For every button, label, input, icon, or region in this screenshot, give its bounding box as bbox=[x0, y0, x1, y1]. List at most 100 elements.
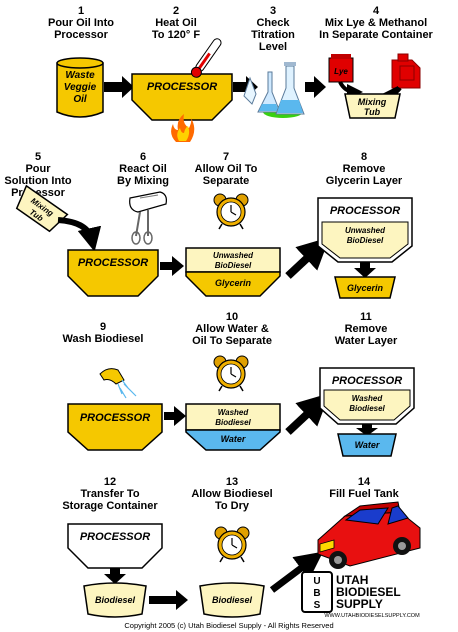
unwashed-label-1: Unwashed bbox=[213, 251, 254, 260]
water-label: Water bbox=[355, 440, 380, 450]
step-number: 6 bbox=[140, 151, 146, 163]
step-label-line: Allow Biodiesel bbox=[191, 488, 272, 500]
step-label-line: In Separate Container bbox=[319, 29, 433, 41]
step-label-line: Remove bbox=[345, 323, 388, 335]
washed-label-2: Biodiesel bbox=[349, 404, 385, 413]
waste-oil-label-1: Waste bbox=[65, 70, 95, 81]
step-label-line: By Mixing bbox=[117, 175, 169, 187]
glycerin-label: Glycerin bbox=[215, 278, 252, 288]
step-label-line: Wash Biodiesel bbox=[63, 333, 144, 345]
washed-label-1: Washed bbox=[218, 408, 250, 417]
processor-label: PROCESSOR bbox=[147, 81, 217, 93]
logo-name-line-1: UTAH bbox=[336, 573, 368, 587]
processor-step11: PROCESSOR Washed Biodiesel bbox=[319, 367, 415, 425]
step-number: 11 bbox=[360, 311, 372, 323]
mixing-tub-label-1: Mixing bbox=[358, 97, 387, 107]
separated-processor-step10: Washed Biodiesel Water bbox=[185, 403, 281, 451]
step-label-line: Check bbox=[256, 17, 290, 29]
arrow-down-icon bbox=[354, 262, 376, 278]
step-label-line: Storage Container bbox=[62, 500, 158, 512]
washed-label-2: Biodiesel bbox=[215, 418, 251, 427]
methanol-can-icon bbox=[391, 53, 421, 89]
copyright-text: Copyright 2005 (c) Utah Biodiesel Supply… bbox=[124, 621, 333, 630]
waste-oil-barrel: Waste Veggie Oil bbox=[56, 57, 104, 118]
glycerin-label: Glycerin bbox=[347, 283, 384, 293]
arrow-right-icon bbox=[305, 76, 326, 98]
step-label-line: Pour bbox=[25, 163, 51, 175]
logo-initial-u: U bbox=[313, 576, 320, 587]
step-label-line: Oil To Separate bbox=[192, 335, 272, 347]
flame-icon bbox=[171, 114, 195, 142]
step-number: 2 bbox=[173, 5, 179, 17]
arrow-right-icon bbox=[160, 256, 184, 276]
processor-label: PROCESSOR bbox=[78, 257, 148, 269]
biodiesel-label: Biodiesel bbox=[95, 595, 136, 605]
processor-step8: PROCESSOR Unwashed BioDiesel bbox=[317, 197, 413, 263]
step-label-line: To 120° F bbox=[152, 29, 200, 41]
waste-oil-label-3: Oil bbox=[73, 94, 87, 105]
step-number: 3 bbox=[270, 5, 276, 17]
step-label-line: Allow Oil To bbox=[195, 163, 258, 175]
arrow-right-icon bbox=[164, 406, 186, 426]
mixing-tub: Mixing Tub bbox=[344, 93, 401, 119]
step-label-line: Separate bbox=[203, 175, 249, 187]
logo-name-line-2: BIODIESEL bbox=[336, 585, 401, 599]
glycerin-container: Glycerin bbox=[334, 276, 396, 299]
step-label-line: Glycerin Layer bbox=[326, 175, 403, 187]
water-label: Water bbox=[221, 434, 246, 444]
curved-arrow-icon bbox=[338, 81, 363, 100]
step-number: 1 bbox=[78, 5, 84, 17]
processor-step2: PROCESSOR bbox=[131, 73, 233, 121]
step-label-line: Remove bbox=[343, 163, 386, 175]
processor-label: PROCESSOR bbox=[80, 531, 150, 543]
logo-name-line-3: SUPPLY bbox=[336, 597, 383, 611]
lye-container-icon: Lye bbox=[328, 54, 354, 83]
mixing-tub-pouring: Mixing Tub bbox=[15, 184, 69, 233]
washed-label-1: Washed bbox=[352, 394, 384, 403]
step-number: 8 bbox=[361, 151, 367, 163]
logo-url: WWW.UTAHBIODIESELSUPPLY.COM bbox=[324, 613, 420, 619]
step-number: 12 bbox=[104, 476, 116, 488]
step-label-line: Transfer To bbox=[80, 488, 139, 500]
alarm-clock-icon bbox=[214, 526, 250, 563]
separated-processor-step7: Unwashed BioDiesel Glycerin bbox=[185, 247, 281, 297]
processor-step9: PROCESSOR bbox=[67, 403, 163, 451]
processor-label: PROCESSOR bbox=[332, 375, 402, 387]
car-icon bbox=[317, 501, 421, 569]
step-label-line: Solution Into bbox=[4, 175, 71, 187]
step-label-line: Water Layer bbox=[335, 335, 398, 347]
step-label-line: Allow Water & bbox=[195, 323, 269, 335]
step-number: 10 bbox=[226, 311, 238, 323]
step-number: 14 bbox=[358, 476, 371, 488]
arrow-down-icon bbox=[104, 568, 126, 584]
alarm-clock-icon bbox=[213, 193, 249, 230]
processor-step6: PROCESSOR bbox=[67, 249, 159, 297]
step-number: 13 bbox=[226, 476, 238, 488]
processor-label: PROCESSOR bbox=[330, 205, 400, 217]
step-number: 7 bbox=[223, 151, 229, 163]
arrow-diagonal-icon bbox=[269, 551, 324, 593]
titration-flasks-icon bbox=[243, 62, 305, 118]
logo-initial-s: S bbox=[314, 600, 321, 611]
hand-mixer-icon bbox=[129, 191, 167, 245]
biodiesel-label: Biodiesel bbox=[212, 595, 253, 605]
mixing-tub-label-2: Tub bbox=[364, 107, 381, 117]
water-container: Water bbox=[337, 433, 397, 457]
processor-step12: PROCESSOR bbox=[67, 523, 163, 569]
unwashed-label-2: BioDiesel bbox=[347, 236, 384, 245]
step-label-line: Fill Fuel Tank bbox=[329, 488, 399, 500]
step-label-line: Level bbox=[259, 41, 287, 53]
arrow-diagonal-icon bbox=[285, 393, 330, 435]
step-label-line: Processor bbox=[54, 29, 109, 41]
water-sprayer-icon bbox=[99, 368, 137, 399]
unwashed-label-1: Unwashed bbox=[345, 226, 386, 235]
step-label-line: Heat Oil bbox=[155, 17, 197, 29]
step-label-line: Mix Lye & Methanol bbox=[325, 17, 427, 29]
processor-label: PROCESSOR bbox=[80, 412, 150, 424]
thermometer-icon bbox=[190, 38, 222, 78]
curved-arrow-icon bbox=[382, 85, 402, 102]
step-number: 9 bbox=[100, 321, 106, 333]
lye-label: Lye bbox=[334, 67, 348, 76]
